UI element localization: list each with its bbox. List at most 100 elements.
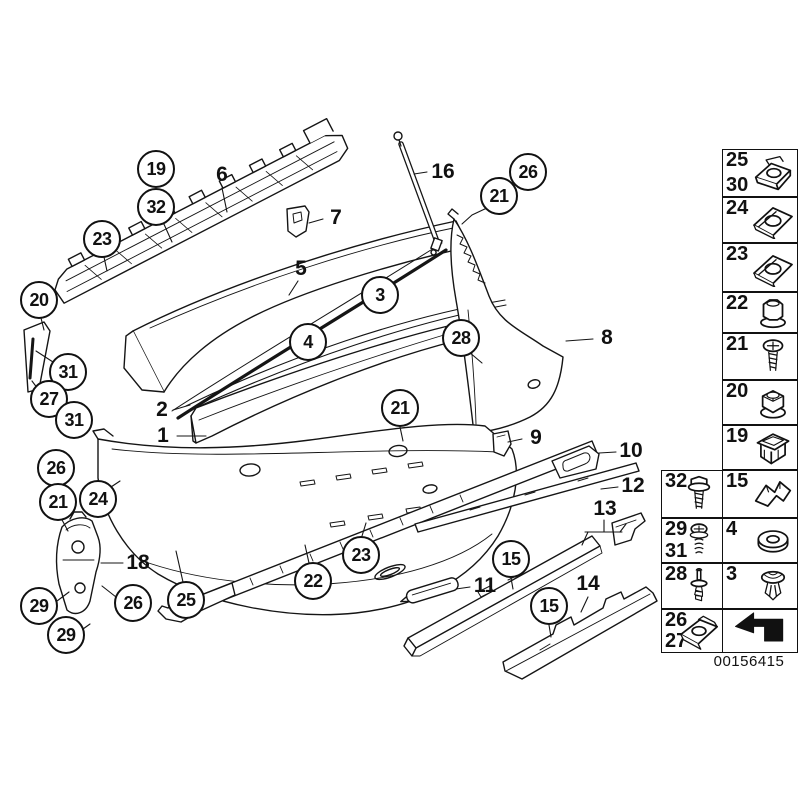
rivet-pin-icon xyxy=(676,567,722,605)
part-label-11: 11 xyxy=(473,574,497,597)
bolt-washer-icon xyxy=(676,475,722,513)
part-label-1: 1 xyxy=(157,424,169,447)
legend-cell-23: 23 xyxy=(722,243,798,292)
legend-cell-15: 15 xyxy=(722,470,798,518)
callout-circle-3-9: 3 xyxy=(361,276,399,314)
legend-cell-20: 20 xyxy=(722,380,798,425)
gas-strut-part xyxy=(393,131,443,256)
callout-circle-21-12: 21 xyxy=(381,389,419,427)
callout-circle-29-16: 29 xyxy=(20,587,58,625)
part-label-16: 16 xyxy=(431,160,455,183)
legend-number-22: 22 xyxy=(726,292,749,314)
legend-cell-24: 24 xyxy=(722,197,798,243)
clamp-icon xyxy=(676,612,722,650)
part-label-6: 6 xyxy=(216,163,228,186)
legend-number-29: 29 xyxy=(665,518,688,540)
screw-icon xyxy=(750,338,796,376)
callout-circle-19-0: 19 xyxy=(137,150,175,188)
legend-number-15: 15 xyxy=(726,470,749,492)
legend-cell-3: 3 xyxy=(722,563,798,609)
callout-circle-25-19: 25 xyxy=(167,581,205,619)
legend-cell-19: 19 xyxy=(722,425,798,470)
legend-number-19: 19 xyxy=(726,425,749,447)
legend-number-20: 20 xyxy=(726,380,749,402)
part-label-10: 10 xyxy=(619,439,643,462)
callout-circle-21-8: 21 xyxy=(480,177,518,215)
legend-cell-21: 21 xyxy=(722,333,798,380)
reflector-part xyxy=(400,577,459,604)
carrier-strip-upper-part xyxy=(403,535,603,657)
legend-number-21: 21 xyxy=(726,333,749,355)
legend-number-3: 3 xyxy=(726,563,738,585)
legend-cell-arrow-icon xyxy=(722,609,798,653)
part-label-14: 14 xyxy=(576,572,600,595)
callout-circle-26-7: 26 xyxy=(509,153,547,191)
callout-circle-28-11: 28 xyxy=(442,319,480,357)
callout-circle-15-22: 15 xyxy=(492,540,530,578)
legend-number-23: 23 xyxy=(726,243,749,265)
legend-cell-22: 22 xyxy=(722,292,798,333)
legend-number-30: 30 xyxy=(726,174,749,196)
legend-cell-4: 4 xyxy=(722,518,798,563)
callout-circle-22-20: 22 xyxy=(294,562,332,600)
callout-circle-32-1: 32 xyxy=(137,188,175,226)
leader-lines xyxy=(31,171,627,638)
callout-circle-23-2: 23 xyxy=(83,220,121,258)
part-label-9: 9 xyxy=(530,426,542,449)
legend-number-28: 28 xyxy=(665,563,688,585)
washer-icon xyxy=(750,522,796,560)
legend-number-4: 4 xyxy=(726,518,738,540)
callout-circle-31-6: 31 xyxy=(55,401,93,439)
legend-number-25: 25 xyxy=(726,149,749,171)
speed-nut-icon xyxy=(750,201,796,239)
impact-absorber-part xyxy=(54,117,349,304)
side-guide-part xyxy=(23,321,51,393)
clip-icon xyxy=(750,475,796,513)
legend-number-24: 24 xyxy=(726,197,749,219)
callout-circle-24-15: 24 xyxy=(79,480,117,518)
part-label-18: 18 xyxy=(126,551,150,574)
cage-nut-icon xyxy=(750,154,796,192)
part-label-12: 12 xyxy=(621,474,645,497)
plastic-nut-icon xyxy=(750,294,796,332)
carrier-strip-lower-part xyxy=(502,586,658,680)
legend-cell-28: 28 xyxy=(661,563,724,609)
part-label-8: 8 xyxy=(601,326,613,349)
screw-spring-icon xyxy=(676,522,722,560)
callout-circle-26-17: 26 xyxy=(114,584,152,622)
callout-circle-4-10: 4 xyxy=(289,323,327,361)
callout-circle-21-14: 21 xyxy=(39,483,77,521)
diagram-part-number: 00156415 xyxy=(713,653,785,670)
callout-circle-23-21: 23 xyxy=(342,536,380,574)
legend-cell-32: 32 xyxy=(661,470,724,518)
expansion-nut-icon xyxy=(750,429,796,467)
lower-bumper-part xyxy=(92,423,518,616)
legend-number-31: 31 xyxy=(665,540,688,562)
callout-circle-15-23: 15 xyxy=(530,587,568,625)
upper-trim-band-part xyxy=(123,220,470,393)
push-rivet-icon xyxy=(750,567,796,605)
mounting-bracket-part xyxy=(55,511,101,615)
thin-strip-part xyxy=(414,462,640,533)
callout-circle-20-3: 20 xyxy=(20,281,58,319)
part-label-13: 13 xyxy=(593,497,617,520)
callout-circle-26-13: 26 xyxy=(37,449,75,487)
part-label-7: 7 xyxy=(330,206,342,229)
part-label-2: 2 xyxy=(156,398,168,421)
callout-circle-29-18: 29 xyxy=(47,616,85,654)
legend-number-26: 26 xyxy=(665,609,688,631)
callout-circle-27-5: 27 xyxy=(30,380,68,418)
small-strip-part xyxy=(611,512,646,546)
arrow-icon xyxy=(730,611,790,651)
speed-nut-icon xyxy=(750,249,796,287)
small-bracket-part xyxy=(492,430,512,457)
bracket-part xyxy=(286,205,310,238)
right-corner-part xyxy=(447,208,564,434)
part-label-5: 5 xyxy=(295,257,307,280)
flange-nut-icon xyxy=(750,384,796,422)
